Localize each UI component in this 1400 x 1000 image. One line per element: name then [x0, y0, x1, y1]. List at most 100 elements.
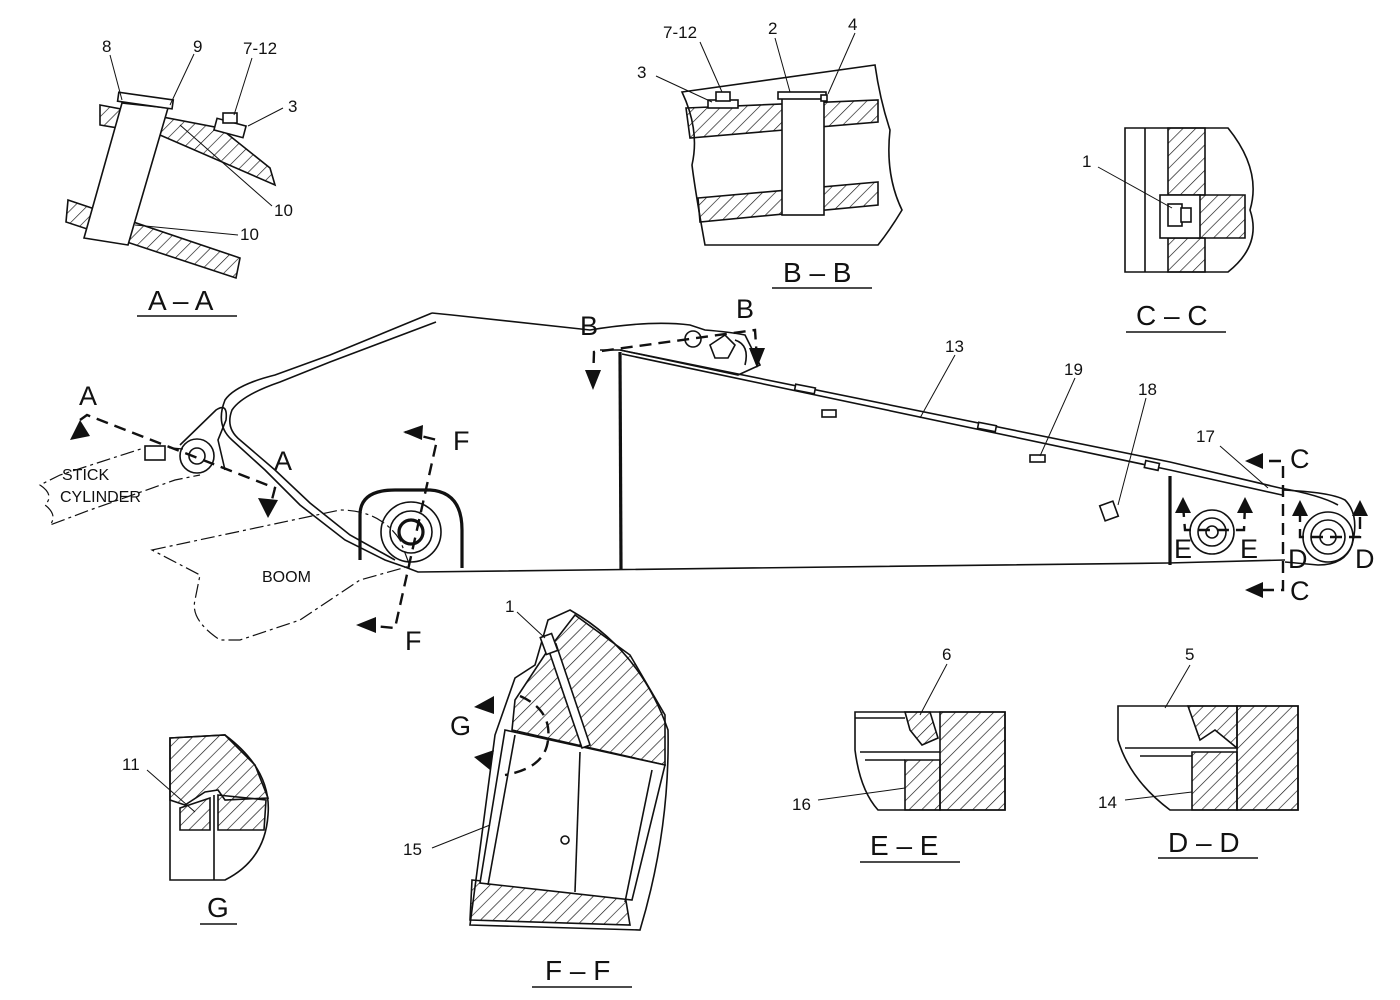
bb-outline [680, 64, 903, 246]
section-line-c [1250, 459, 1285, 592]
view-g: 11 G [122, 734, 270, 925]
stick-top-chord [619, 349, 1339, 506]
bb-bolt-top [715, 91, 731, 102]
stick-cylinder-label-2: CYLINDER [60, 489, 141, 506]
ee-title: E – E [870, 830, 938, 861]
dd-callout-5: 5 [1185, 645, 1194, 664]
boom-pin-boss [380, 501, 442, 563]
cc-right-hatch [1197, 194, 1246, 239]
stick-inner-left [229, 321, 437, 561]
cc-outline [1124, 127, 1254, 273]
stick-top-chord-inner [621, 353, 1283, 496]
view-e-e: 6 16 E – E [792, 645, 1006, 863]
g-right-hatch [217, 794, 267, 831]
ff-g-label: G [450, 711, 471, 741]
ee-seal [903, 711, 939, 746]
ee-callout-16: 16 [792, 795, 811, 814]
link-block [709, 333, 736, 359]
bb-callout-4: 4 [848, 15, 857, 34]
boom-lug [358, 488, 464, 568]
section-line-a [79, 413, 277, 516]
plate-18 [1098, 500, 1120, 522]
view-d-d: 5 14 D – D [1098, 645, 1299, 859]
g-detail-circle [504, 694, 550, 777]
pad-1 [793, 383, 817, 395]
view-b-b: 7-12 2 4 3 B – B [637, 15, 903, 289]
bb-callout-2: 2 [768, 19, 777, 38]
callout-13: 13 [945, 337, 964, 356]
nose-outline [1281, 489, 1356, 566]
stick-cylinder-label-1: STICK [62, 467, 109, 484]
ee-bushing [904, 759, 941, 811]
section-line-e [1181, 504, 1247, 532]
pad-3 [1143, 459, 1161, 472]
dd-seal [1186, 705, 1238, 750]
boom-label: BOOM [262, 569, 311, 586]
ee-callout-6: 6 [942, 645, 951, 664]
stick-outline-left [220, 312, 1286, 573]
callout-19: 19 [1064, 360, 1083, 379]
dd-right-hatch [1236, 705, 1299, 811]
view-c-c: 1 C – C [1082, 127, 1254, 333]
ff-bushing [479, 729, 666, 901]
section-c-label-1: C [1290, 444, 1310, 474]
nose-pin-e [1189, 509, 1235, 555]
view-a-a: 8 9 7-12 3 10 10 A – A [65, 37, 297, 317]
section-f-label-1: F [453, 426, 470, 456]
aa-plate-9 [116, 91, 175, 110]
view-f-f: 1 15 G F – F [403, 597, 669, 988]
ee-right-hatch [939, 711, 1006, 811]
stick-cyl-rod-end [144, 445, 166, 461]
aa-callout-3: 3 [288, 97, 297, 116]
stick-bulkhead [618, 351, 623, 571]
dd-callout-14: 14 [1098, 793, 1117, 812]
plate-19b [1029, 454, 1046, 463]
stick-cyl-bracket [179, 406, 228, 471]
aa-bolt-top [222, 112, 238, 124]
g-title: G [207, 892, 229, 923]
aa-callout-10a: 10 [274, 201, 293, 220]
bb-callout-7-12: 7-12 [663, 23, 697, 42]
g-callout-11: 11 [122, 755, 140, 774]
ff-title: F – F [545, 955, 610, 986]
section-line-d [1298, 510, 1362, 539]
aa-callout-7-12: 7-12 [243, 39, 277, 58]
boom-phantom [150, 509, 411, 641]
bb-title: B – B [783, 257, 851, 288]
callout-17: 17 [1196, 427, 1215, 446]
bb-plate-2 [777, 91, 827, 100]
dd-title: D – D [1168, 827, 1240, 858]
bb-pin [781, 96, 825, 216]
bb-callout-3: 3 [637, 63, 646, 82]
cc-title: C – C [1136, 300, 1208, 331]
stick-top-edge [431, 312, 762, 376]
stick-cylinder [38, 445, 201, 527]
ff-callout-1: 1 [505, 597, 514, 616]
pad-2 [976, 421, 998, 433]
ff-callout-15: 15 [403, 840, 422, 859]
section-b-label-1: B [580, 311, 598, 341]
stick-cylinder-pin [179, 438, 215, 474]
section-a-label-2: A [274, 446, 292, 476]
section-b-label-2: B [736, 294, 754, 324]
bb-washer [820, 94, 828, 102]
plate-19a [821, 409, 837, 418]
aa-callout-9: 9 [193, 37, 202, 56]
aa-title: A – A [148, 285, 214, 316]
cc-callout-1: 1 [1082, 152, 1091, 171]
section-e-label-2: E [1240, 534, 1258, 564]
section-e-label-1: E [1174, 534, 1192, 564]
aa-callout-10b: 10 [240, 225, 259, 244]
section-f-label-2: F [405, 626, 422, 656]
cc-upper-hatch [1167, 127, 1206, 196]
g-outline [169, 734, 270, 881]
section-d-label-1: D [1288, 544, 1308, 574]
cc-fitting-nut [1180, 207, 1192, 223]
aa-callout-8: 8 [102, 37, 111, 56]
callout-18: 18 [1138, 380, 1157, 399]
cc-lower-hatch [1167, 237, 1206, 273]
aa-pin [82, 102, 170, 246]
section-d-label-2: D [1355, 544, 1375, 574]
section-c-label-2: C [1290, 576, 1310, 606]
